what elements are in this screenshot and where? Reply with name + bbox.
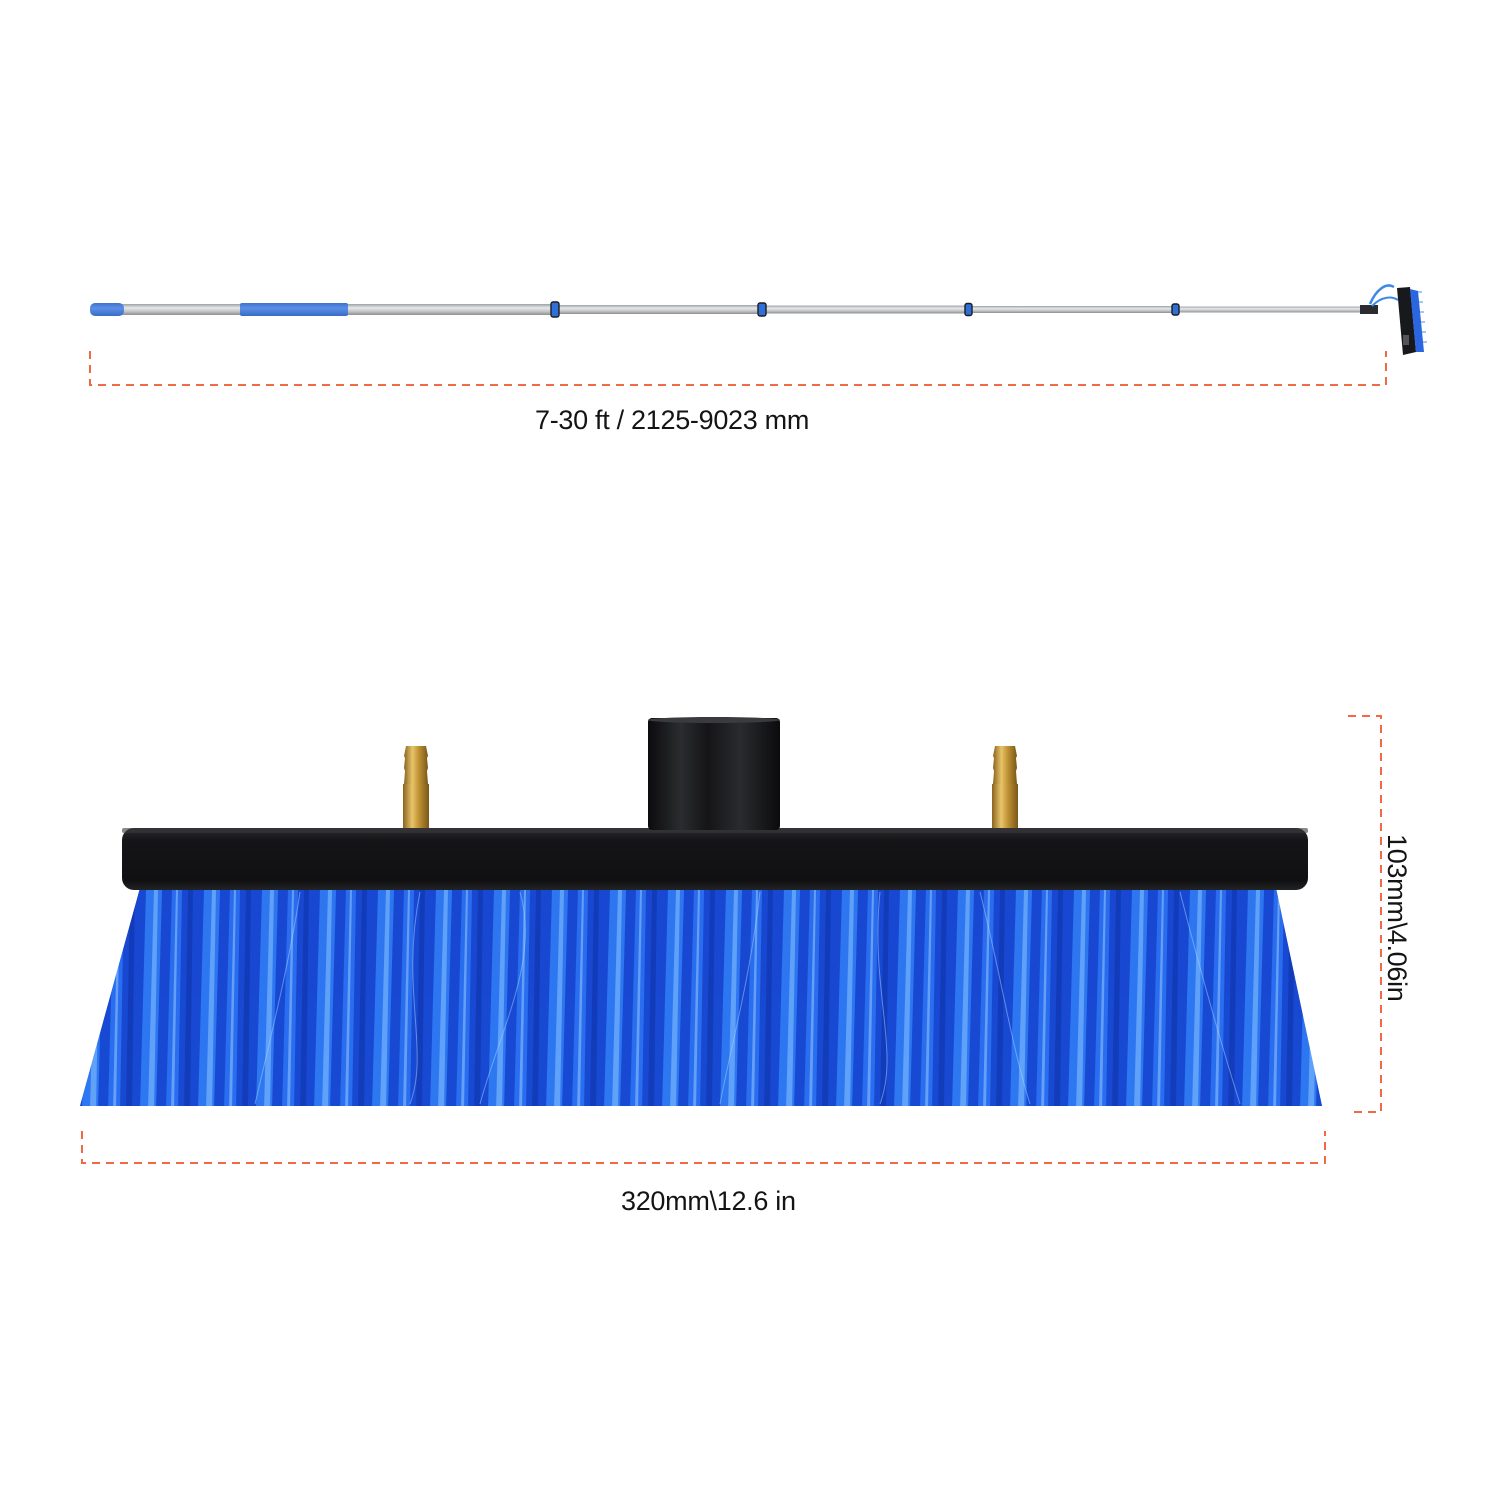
pole-length-dimension-line: [89, 351, 1387, 386]
brush-head-illustration: [0, 690, 1500, 1170]
pole-socket: [648, 718, 780, 830]
brush-height-label: 103mm\4.06in: [1382, 834, 1412, 1002]
end-grip: [90, 303, 124, 316]
brush-block: [122, 828, 1308, 890]
brush-height-dimension-line: [1348, 715, 1382, 1113]
water-nozzles: [403, 746, 1018, 828]
pole-graphic: [89, 284, 1427, 386]
brush-width-dimension-line: [81, 1131, 1326, 1164]
brush-head-graphic: [80, 715, 1382, 1164]
pole-illustration: [0, 0, 1500, 400]
brush-width-label: 320mm\12.6 in: [621, 1186, 796, 1216]
pole-length-label: 7-30 ft / 2125-9023 mm: [535, 405, 810, 435]
hand-grip: [240, 303, 348, 316]
